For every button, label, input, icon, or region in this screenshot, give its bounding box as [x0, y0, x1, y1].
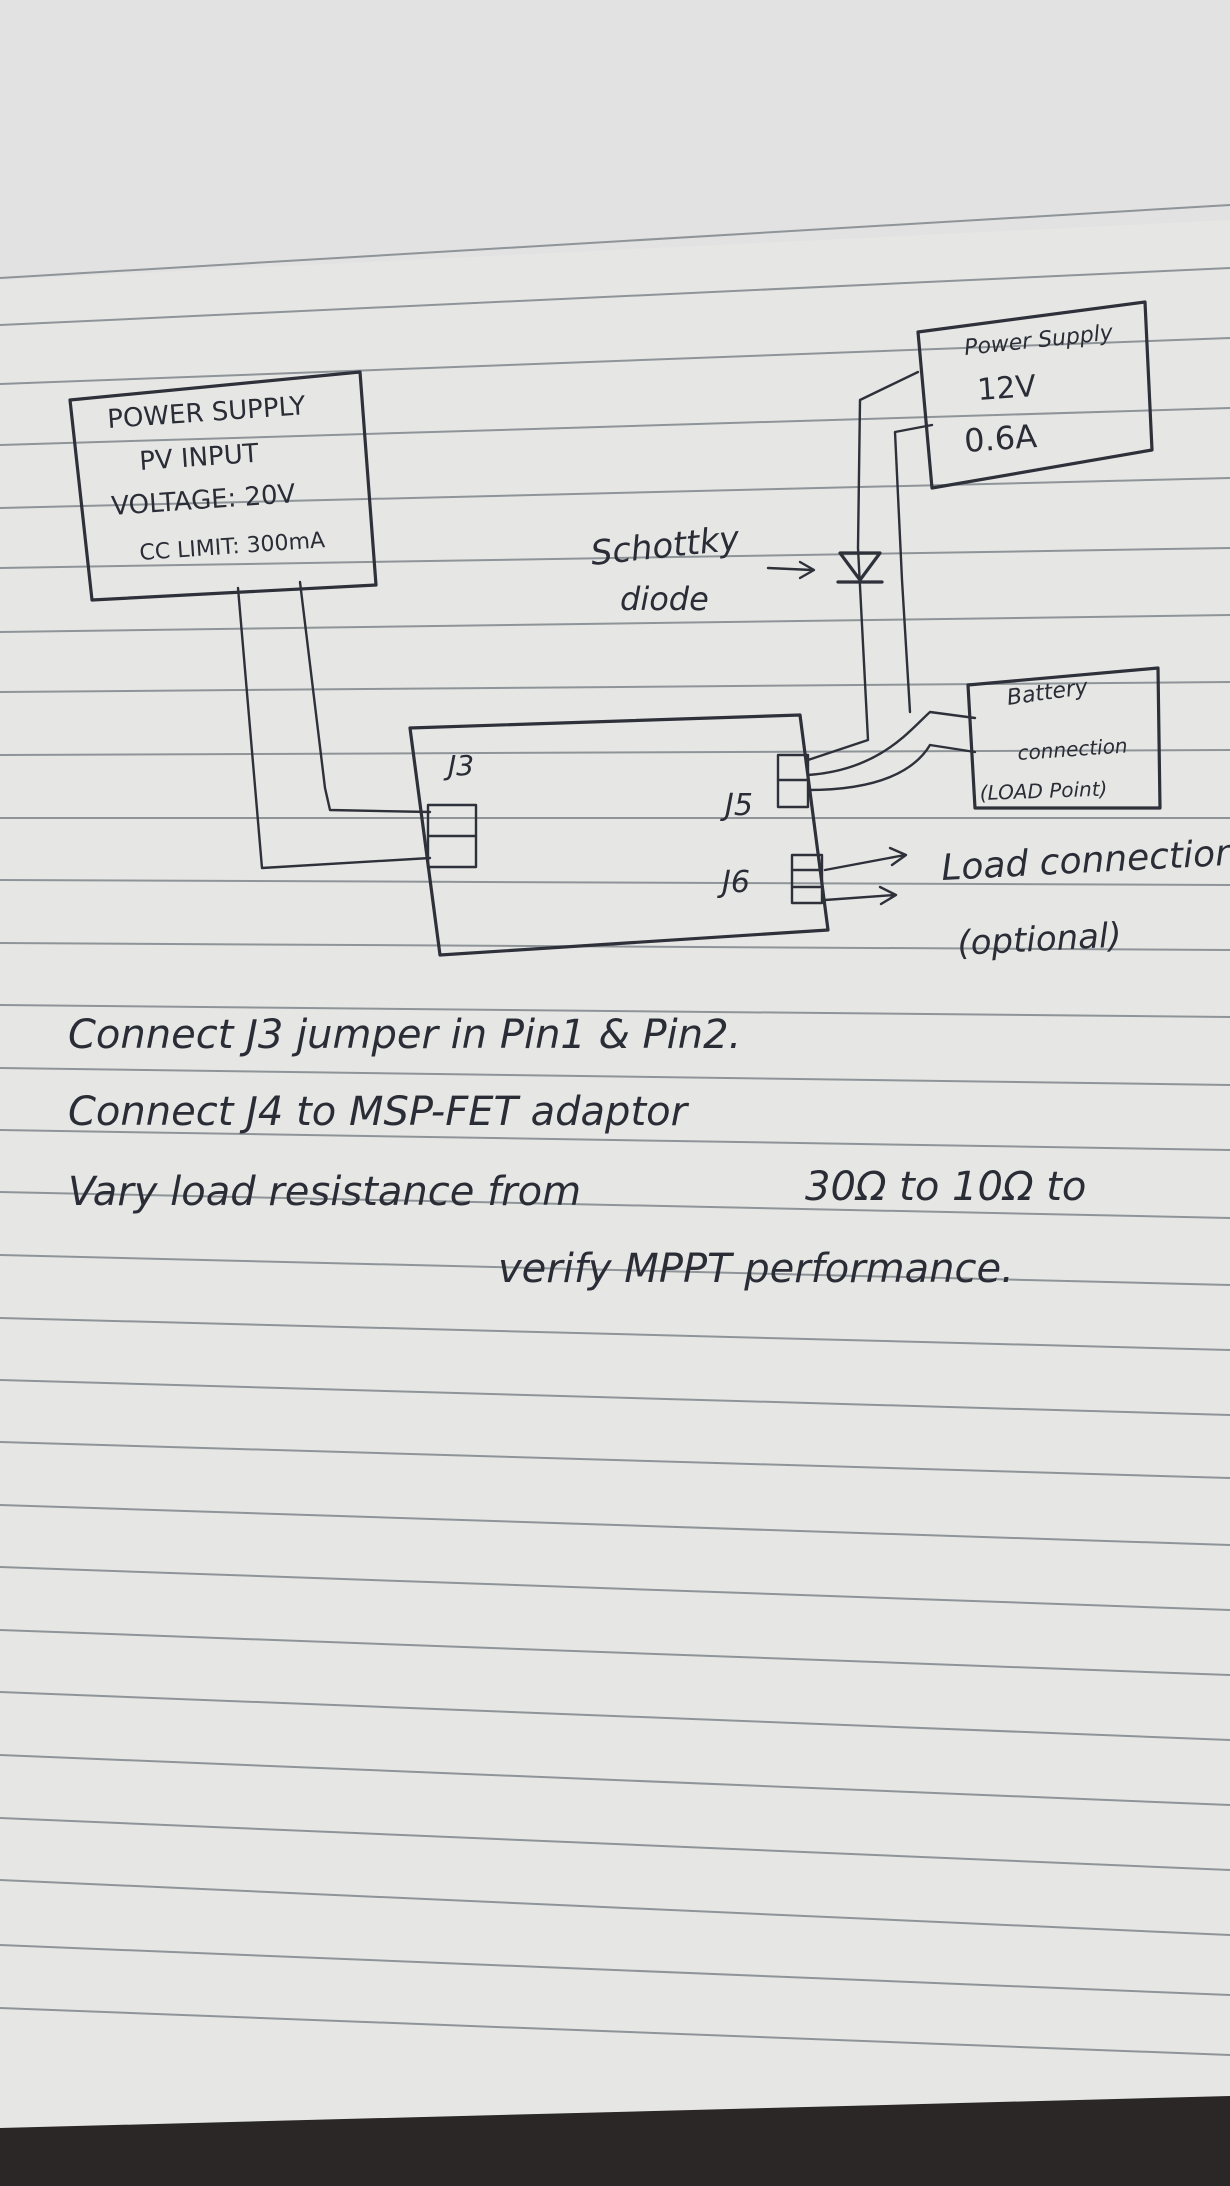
instruction-notes: Connect J3 jumper in Pin1 & Pin2. Connec… — [68, 1012, 1086, 1292]
load-arrow-icon — [823, 853, 907, 872]
notebook-page — [0, 0, 1230, 2128]
battery-note: (LOAD Point) — [979, 777, 1107, 805]
j6-connector — [790, 853, 824, 905]
main-board: J3 J5 J6 — [408, 713, 830, 957]
aux-supply-current: 0.6A — [963, 417, 1038, 460]
diode-label-line2: diode — [620, 580, 709, 618]
ruled-lines — [0, 204, 1230, 2056]
note-line-4: verify MPPT performance. — [498, 1246, 1014, 1292]
load-arrow-icon — [823, 893, 897, 902]
aux-and-battery-wires — [806, 370, 977, 792]
load-optional-label: (optional) — [956, 915, 1122, 964]
note-line-3a: Vary load resistance from — [68, 1169, 581, 1215]
j3-label: J3 — [443, 749, 474, 782]
note-line-1: Connect J3 jumper in Pin1 & Pin2. — [68, 1012, 741, 1058]
pv-input-wires — [236, 580, 432, 870]
aux-supply-voltage: 12V — [976, 369, 1037, 408]
j5-label: J5 — [720, 788, 753, 823]
schottky-diode-icon — [836, 551, 884, 584]
j6-label: J6 — [717, 865, 750, 900]
diode-pointer-arrow-icon — [766, 566, 814, 572]
note-line-2: Connect J4 to MSP-FET adaptor — [68, 1089, 690, 1135]
load-arrows — [823, 846, 908, 906]
diode-label: Schottky diode — [589, 518, 816, 618]
battery-connection-box: Battery connection (LOAD Point) — [966, 666, 1162, 810]
note-line-3b: 30Ω to 10Ω to — [805, 1164, 1086, 1210]
